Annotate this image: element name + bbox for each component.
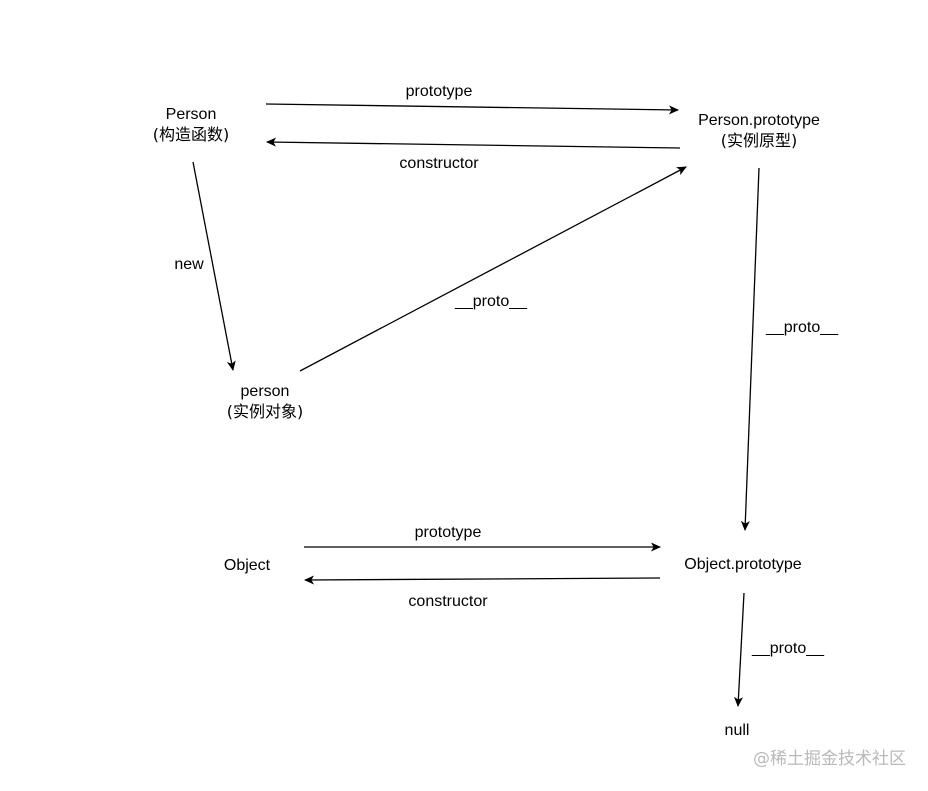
node-object-prototype-name: Object.prototype (684, 556, 802, 573)
edge-label-new: new (174, 256, 204, 273)
arrow-object-prototype-to-object-constructor (304, 575, 661, 585)
edge-label-instance-proto: __proto__ (454, 293, 528, 310)
node-person-prototype-note: (实例原型) (721, 131, 798, 150)
arrow-object-prototype-proto-to-null (733, 592, 745, 707)
arrow-person-to-prototype (265, 103, 679, 115)
arrow-prototype-proto-to-object-prototype (740, 167, 760, 531)
edge-label-person-prototype: prototype (406, 83, 473, 100)
watermark: @稀土掘金技术社区 (753, 749, 906, 769)
edge-label-object-constructor: constructor (408, 593, 488, 610)
node-null: null (725, 722, 750, 739)
node-person-constructor-note: (构造函数) (153, 125, 230, 144)
edge-label-person-constructor: constructor (399, 155, 479, 172)
node-person-constructor-name: Person (166, 106, 217, 123)
arrow-instance-proto-to-prototype (299, 166, 687, 372)
edge-label-object-prototype: prototype (415, 524, 482, 541)
node-person-instance-name: person (241, 383, 290, 400)
node-person-instance-note: (实例对象) (227, 402, 304, 421)
node-object-constructor-name: Object (224, 557, 271, 574)
edge-label-prototype-proto: __proto__ (765, 319, 839, 336)
arrow-prototype-to-person-constructor (266, 137, 681, 149)
edge-label-object-prototype-proto: __proto__ (751, 640, 825, 657)
node-person-prototype-name: Person.prototype (698, 112, 820, 129)
arrow-person-new-instance (192, 161, 236, 371)
